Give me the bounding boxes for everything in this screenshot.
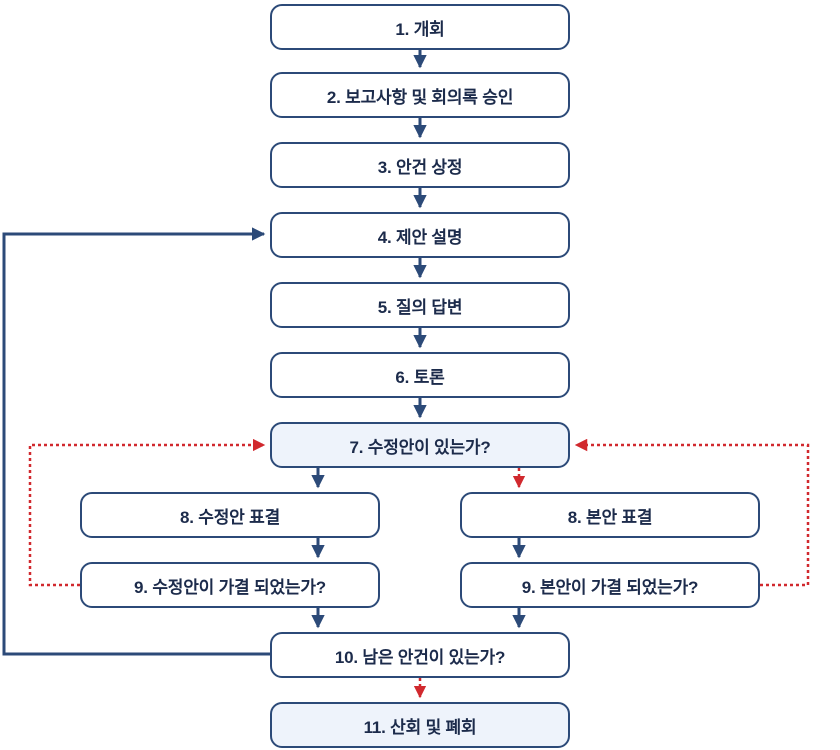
step-box-3-agenda-presentation: 3. 안건 상정 [270, 142, 570, 188]
step-box-9-amendment-passed-decision: 9. 수정안이 가결 되었는가? [80, 562, 380, 608]
step-box-2-reports-minutes-approval: 2. 보고사항 및 회의록 승인 [270, 72, 570, 118]
edge-10-to-4-loop [2, 227, 270, 656]
step-box-10-remaining-agenda-decision: 10. 남은 안건이 있는가? [270, 632, 570, 678]
step-box-8-main-vote: 8. 본안 표결 [460, 492, 760, 538]
step-box-9-main-passed-decision: 9. 본안이 가결 되었는가? [460, 562, 760, 608]
step-box-5-questions-answers: 5. 질의 답변 [270, 282, 570, 328]
step-box-8-amendment-vote: 8. 수정안 표결 [80, 492, 380, 538]
step-box-4-proposal-explanation: 4. 제안 설명 [270, 212, 570, 258]
edge-9-amendment-to-7-loop [28, 438, 266, 587]
step-box-6-debate: 6. 토론 [270, 352, 570, 398]
step-box-7-amendment-decision: 7. 수정안이 있는가? [270, 422, 570, 468]
step-box-11-adjournment-closing: 11. 산회 및 폐회 [270, 702, 570, 748]
edge-9-main-to-7-loop [574, 438, 810, 587]
step-box-1-opening: 1. 개회 [270, 4, 570, 50]
